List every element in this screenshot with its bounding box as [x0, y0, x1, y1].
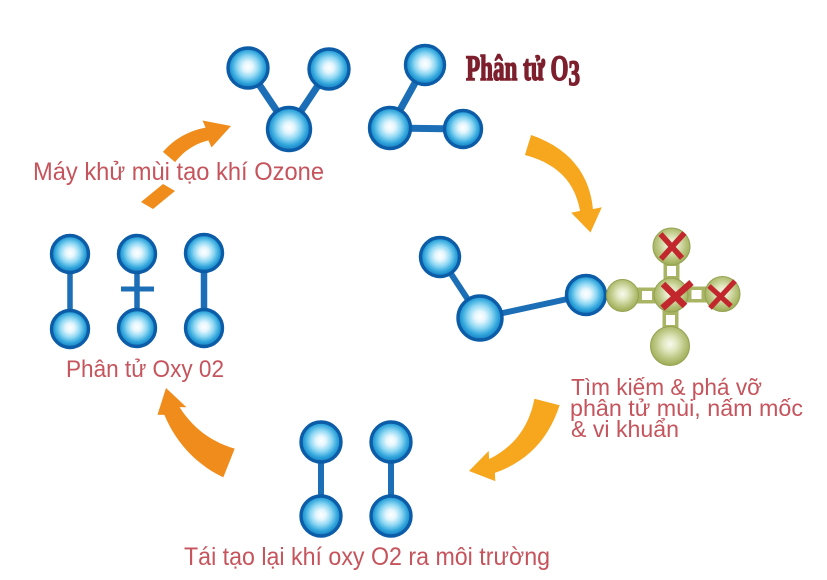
- svg-text:Phân tử O3: Phân tử O3: [466, 48, 580, 93]
- svg-text:& vi khuẩn: & vi khuẩn: [571, 416, 679, 442]
- svg-text:phân tử mùi, nấm mốc: phân tử mùi, nấm mốc: [570, 395, 803, 421]
- svg-text:Tìm kiếm & phá vỡ: Tìm kiếm & phá vỡ: [571, 374, 762, 400]
- svg-text:Máy khử mùi tạo khí Ozone: Máy khử mùi tạo khí Ozone: [33, 158, 324, 186]
- svg-text:Phân tử Oxy 02: Phân tử Oxy 02: [66, 356, 224, 383]
- svg-text:Tái tạo lại khí oxy O2 ra môi: Tái tạo lại khí oxy O2 ra môi trường: [184, 543, 550, 571]
